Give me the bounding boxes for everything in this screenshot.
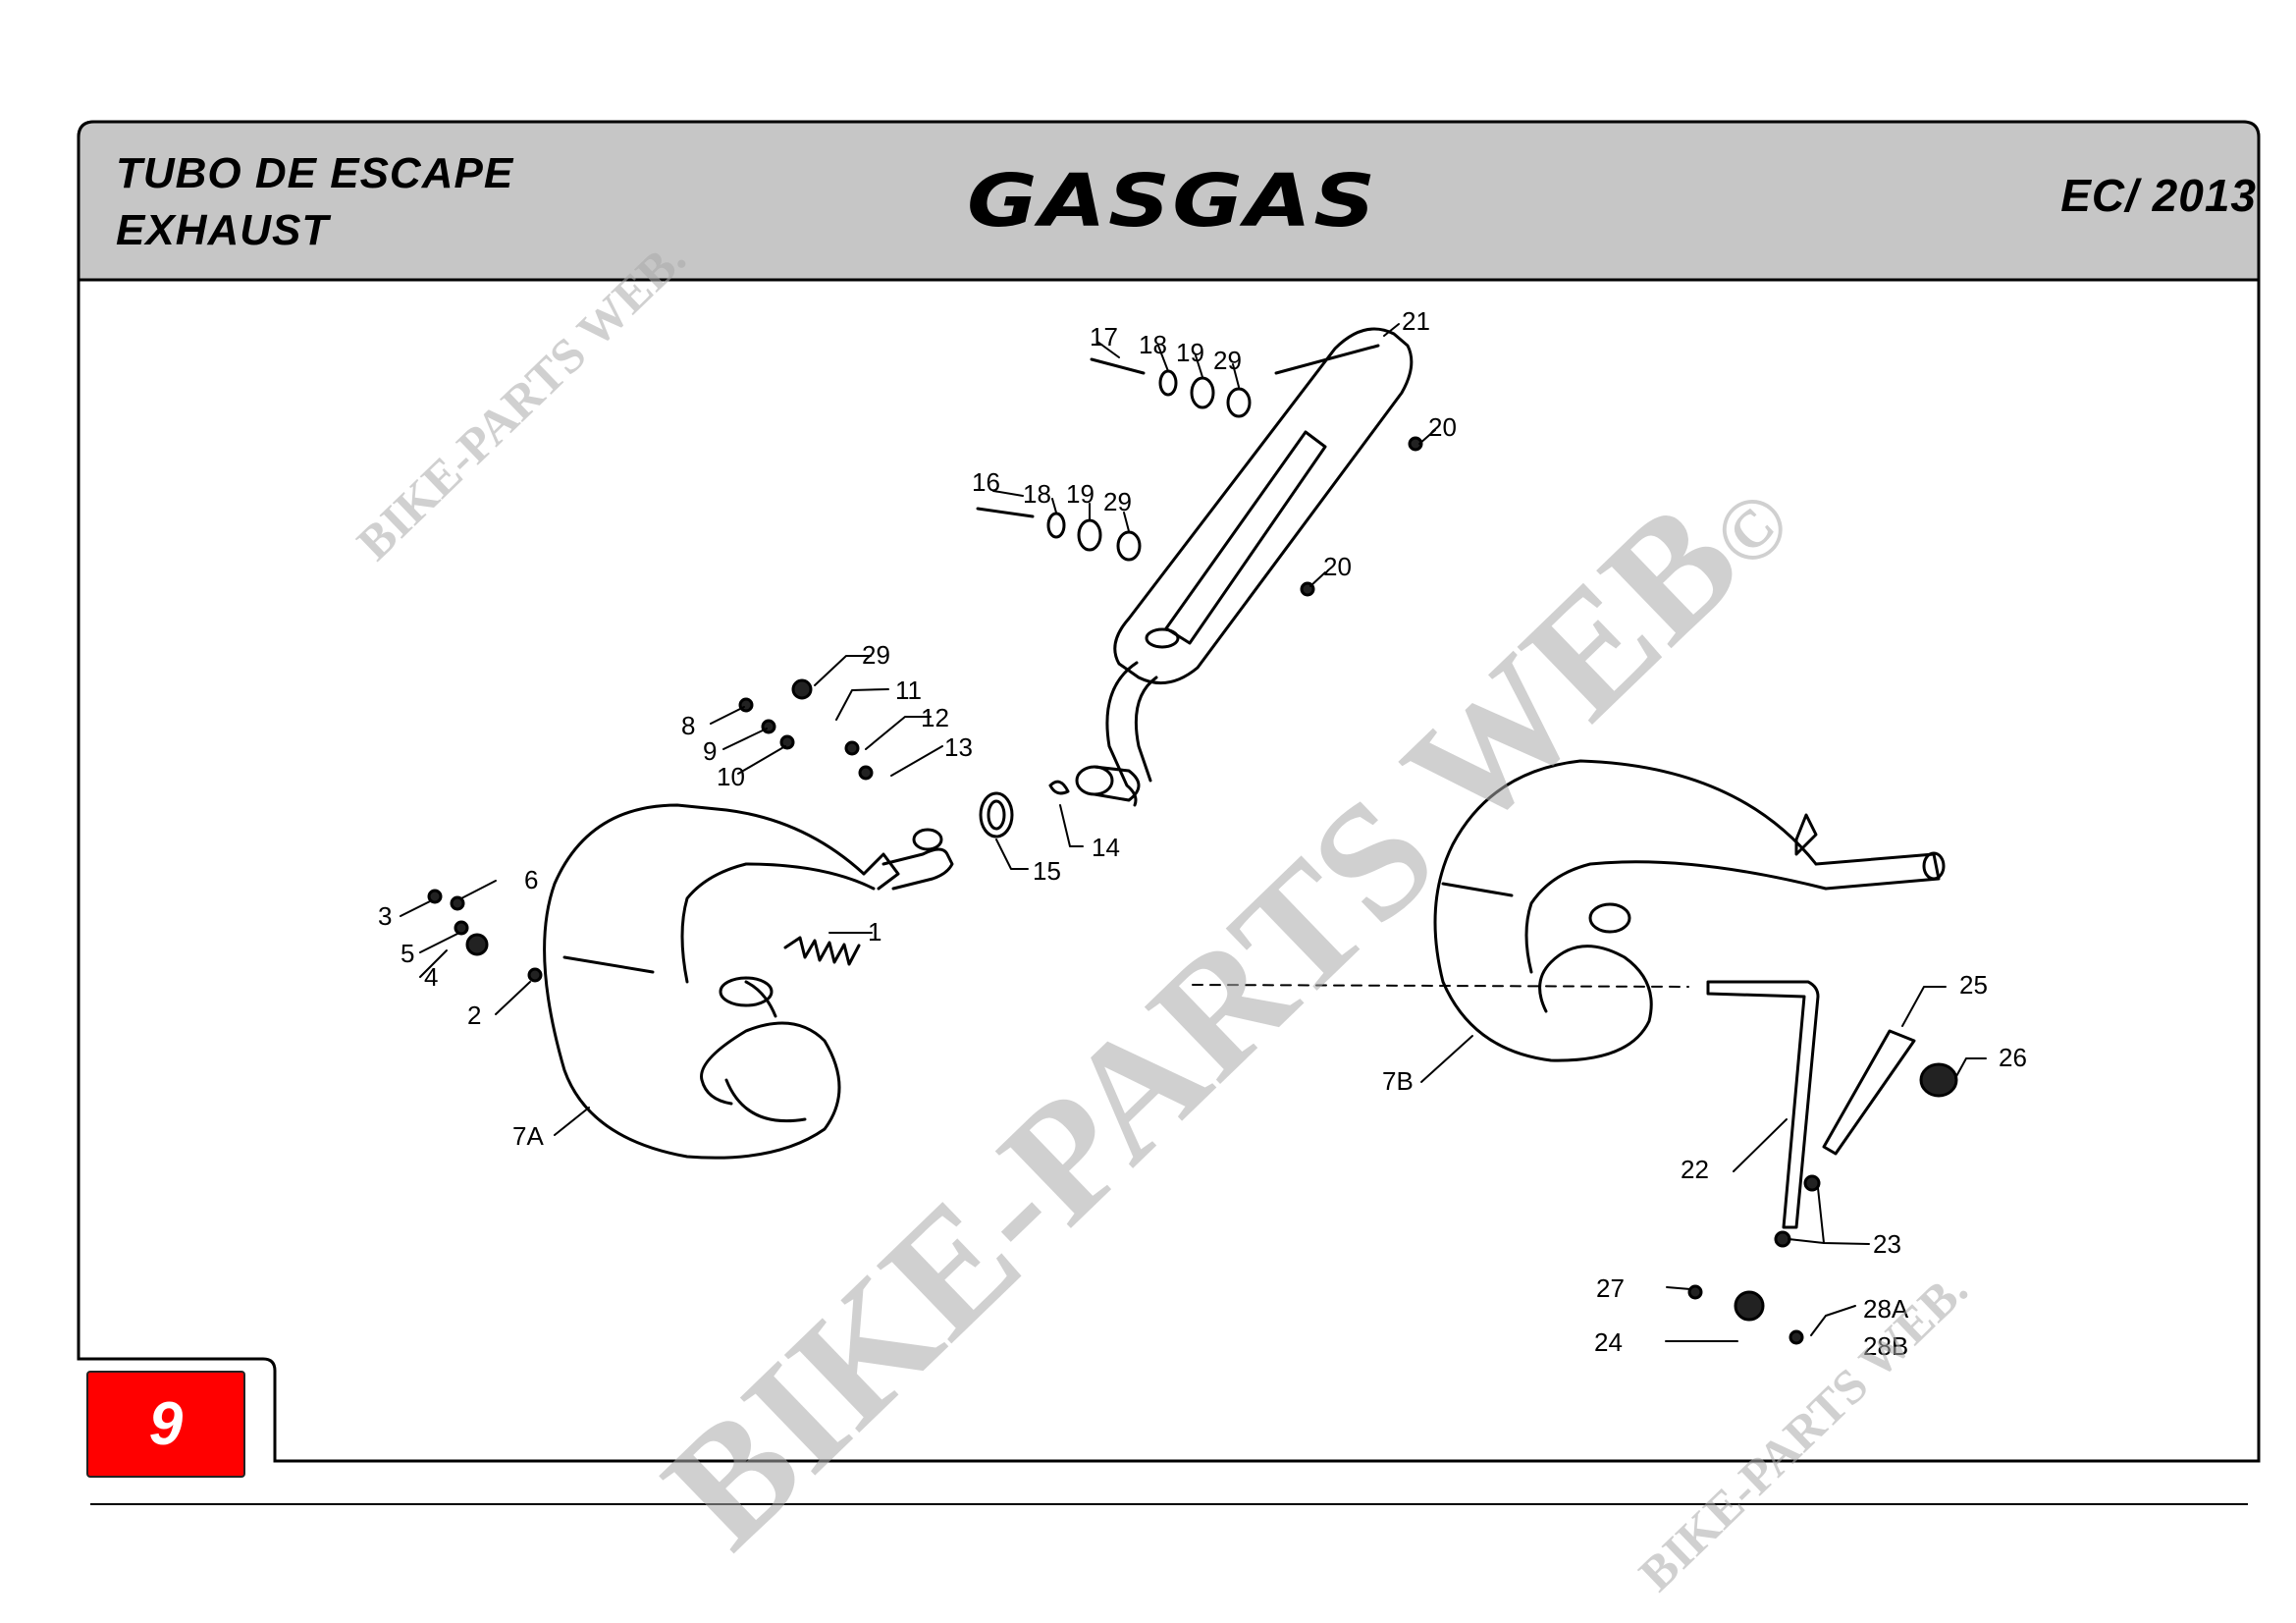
callout-2: 2	[467, 1001, 481, 1030]
frame-border	[77, 120, 2261, 1463]
callout-25: 25	[1959, 970, 1988, 1000]
callout-20a: 20	[1428, 412, 1457, 442]
callout-16: 16	[972, 467, 1000, 497]
page-number: 9	[148, 1390, 184, 1458]
callout-19a: 19	[1176, 338, 1204, 367]
callout-5: 5	[400, 939, 414, 968]
hardware-group	[427, 436, 1821, 1345]
callout-12: 12	[921, 703, 949, 732]
callout-27: 27	[1596, 1273, 1625, 1303]
brand-logo: GASGAS	[967, 159, 1378, 243]
callout-18a: 18	[1139, 330, 1167, 359]
callout-20b: 20	[1323, 552, 1352, 581]
seal-15-inner	[987, 799, 1006, 831]
tube-22	[1706, 980, 1820, 1229]
callout-15: 15	[1033, 856, 1061, 886]
washer-18b	[1046, 512, 1066, 539]
callout-29a: 29	[1213, 346, 1242, 375]
callout-11: 11	[895, 676, 922, 705]
callout-13: 13	[944, 732, 973, 762]
callout-9: 9	[703, 736, 717, 766]
bush-29a	[1226, 387, 1252, 418]
callout-10: 10	[717, 762, 745, 791]
silencer-21	[1075, 327, 1414, 807]
callout-7B: 7B	[1382, 1066, 1414, 1096]
callout-labels: 1 2 3 4 5 6 7A 7B 8 9 10 11 12 13 14 15 …	[378, 306, 2027, 1361]
callout-21: 21	[1402, 306, 1430, 336]
leader-lines	[400, 323, 1987, 1342]
exhaust-pipe-7A	[543, 803, 954, 1160]
callout-14: 14	[1092, 833, 1120, 862]
callout-4: 4	[424, 962, 438, 992]
callout-22: 22	[1681, 1155, 1709, 1184]
title-english: EXHAUST	[116, 206, 330, 254]
callout-1: 1	[868, 917, 881, 947]
spring-1	[783, 936, 861, 966]
tube-25	[1822, 1029, 1916, 1156]
washer-18a	[1158, 369, 1178, 397]
callout-18b: 18	[1023, 479, 1051, 509]
spring-14	[1048, 780, 1070, 795]
callout-29b: 29	[1103, 487, 1132, 516]
rubber-19a	[1190, 376, 1215, 409]
callout-19b: 19	[1066, 479, 1095, 509]
callout-17: 17	[1090, 322, 1118, 352]
callout-8: 8	[681, 711, 695, 740]
page-number-badge: 9	[86, 1371, 245, 1478]
cap-26	[1919, 1062, 1958, 1098]
callout-28B: 28B	[1863, 1331, 1908, 1361]
bolt-16	[976, 507, 1035, 518]
header-band	[77, 120, 2261, 282]
seal-15	[979, 791, 1014, 839]
bolt-17	[1090, 357, 1146, 375]
callout-3: 3	[378, 901, 392, 931]
rubber-19b	[1077, 518, 1102, 552]
exhaust-pipe-7B	[1433, 759, 1946, 1062]
callout-7A: 7A	[512, 1121, 544, 1151]
callout-28A: 28A	[1863, 1294, 1909, 1324]
title-spanish: TUBO DE ESCAPE	[116, 149, 514, 197]
callout-6: 6	[524, 865, 538, 894]
callout-23: 23	[1873, 1229, 1901, 1259]
model-year: EC/ 2013	[2060, 170, 2257, 221]
callout-26: 26	[1999, 1043, 2027, 1072]
bush-29b	[1116, 530, 1142, 562]
callout-29c: 29	[862, 640, 890, 670]
callout-24: 24	[1594, 1327, 1623, 1357]
